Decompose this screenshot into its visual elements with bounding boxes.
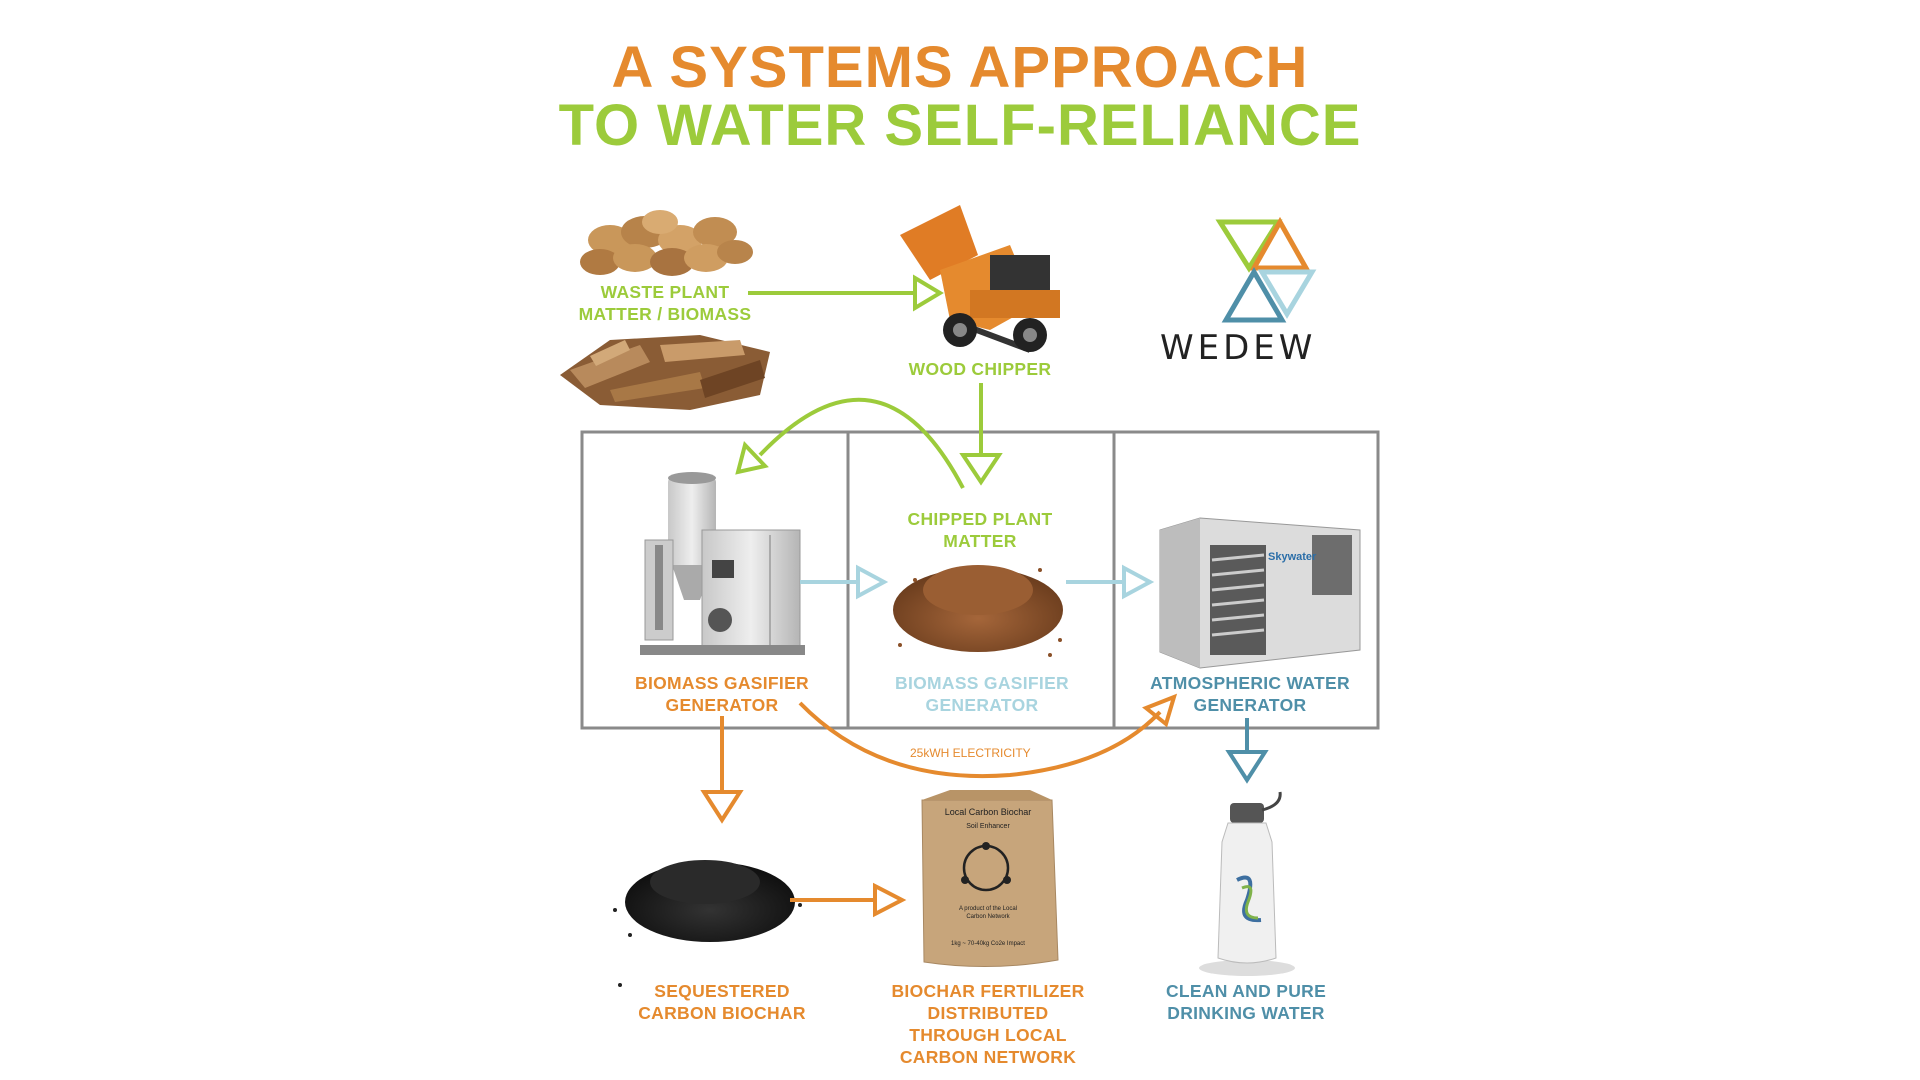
arrow-waste-to-chipper (748, 274, 944, 312)
biochar-pile-image (613, 860, 802, 987)
label-biochar-fertilizer: BIOCHAR FERTILIZER DISTRIBUTED THROUGH L… (891, 981, 1085, 1067)
nuts-image (580, 210, 753, 276)
arrow-biochar-to-bag (790, 882, 907, 918)
chipped-matter-image (893, 565, 1063, 657)
awg-brand-text: Skywater (1268, 551, 1317, 563)
arrow-awg-to-water (1225, 718, 1269, 784)
wood-chips-image (560, 335, 770, 410)
wedew-logo-text: WEDEW (1160, 328, 1317, 368)
biochar-bag-image (921, 790, 1059, 968)
arrow-gasifier-to-chipped (800, 564, 889, 600)
arrow-chipper-to-chipped (959, 383, 1003, 486)
label-wood-chipper: WOOD CHIPPER (908, 359, 1052, 379)
bag-line-1: A product of the Local (959, 906, 1017, 912)
label-waste-plant: WASTE PLANT MATTER / BIOMASS (578, 282, 752, 324)
label-chipped-plant: CHIPPED PLANT MATTER (907, 509, 1053, 551)
bag-line-2: Carbon Network (966, 914, 1010, 920)
label-sequestered: SEQUESTERED CARBON BIOCHAR (638, 981, 806, 1023)
label-electricity: 25kWH ELECTRICITY (910, 746, 1031, 760)
arrow-chipped-to-awg (1066, 564, 1155, 600)
arrow-electricity (798, 693, 1178, 779)
label-biomass-gasifier-faded: BIOMASS GASIFIER GENERATOR (895, 673, 1069, 715)
arrow-gasifier-to-biochar (700, 716, 744, 824)
title-line-1: A SYSTEMS APPROACH (611, 35, 1309, 100)
label-biomass-gasifier: BIOMASS GASIFIER GENERATOR (635, 673, 809, 715)
arrow-chipped-to-gasifier (735, 397, 965, 489)
title-line-2: TO WATER SELF-RELIANCE (558, 93, 1362, 158)
gasifier-image (640, 472, 805, 655)
bag-weight: 1kg ~ 70-40kg Co2e Impact (951, 941, 1025, 947)
label-atmospheric-water: ATMOSPHERIC WATER GENERATOR (1150, 673, 1350, 715)
wedew-triangles-logo (1215, 216, 1317, 323)
label-clean-water: CLEAN AND PURE DRINKING WATER (1165, 981, 1327, 1023)
awg-image (1159, 517, 1361, 669)
water-bottle-image (1199, 791, 1295, 976)
wood-chipper-image (900, 205, 1060, 353)
bag-subtitle: Soil Enhancer (966, 823, 1010, 830)
bag-title: Local Carbon Biochar (945, 807, 1032, 817)
